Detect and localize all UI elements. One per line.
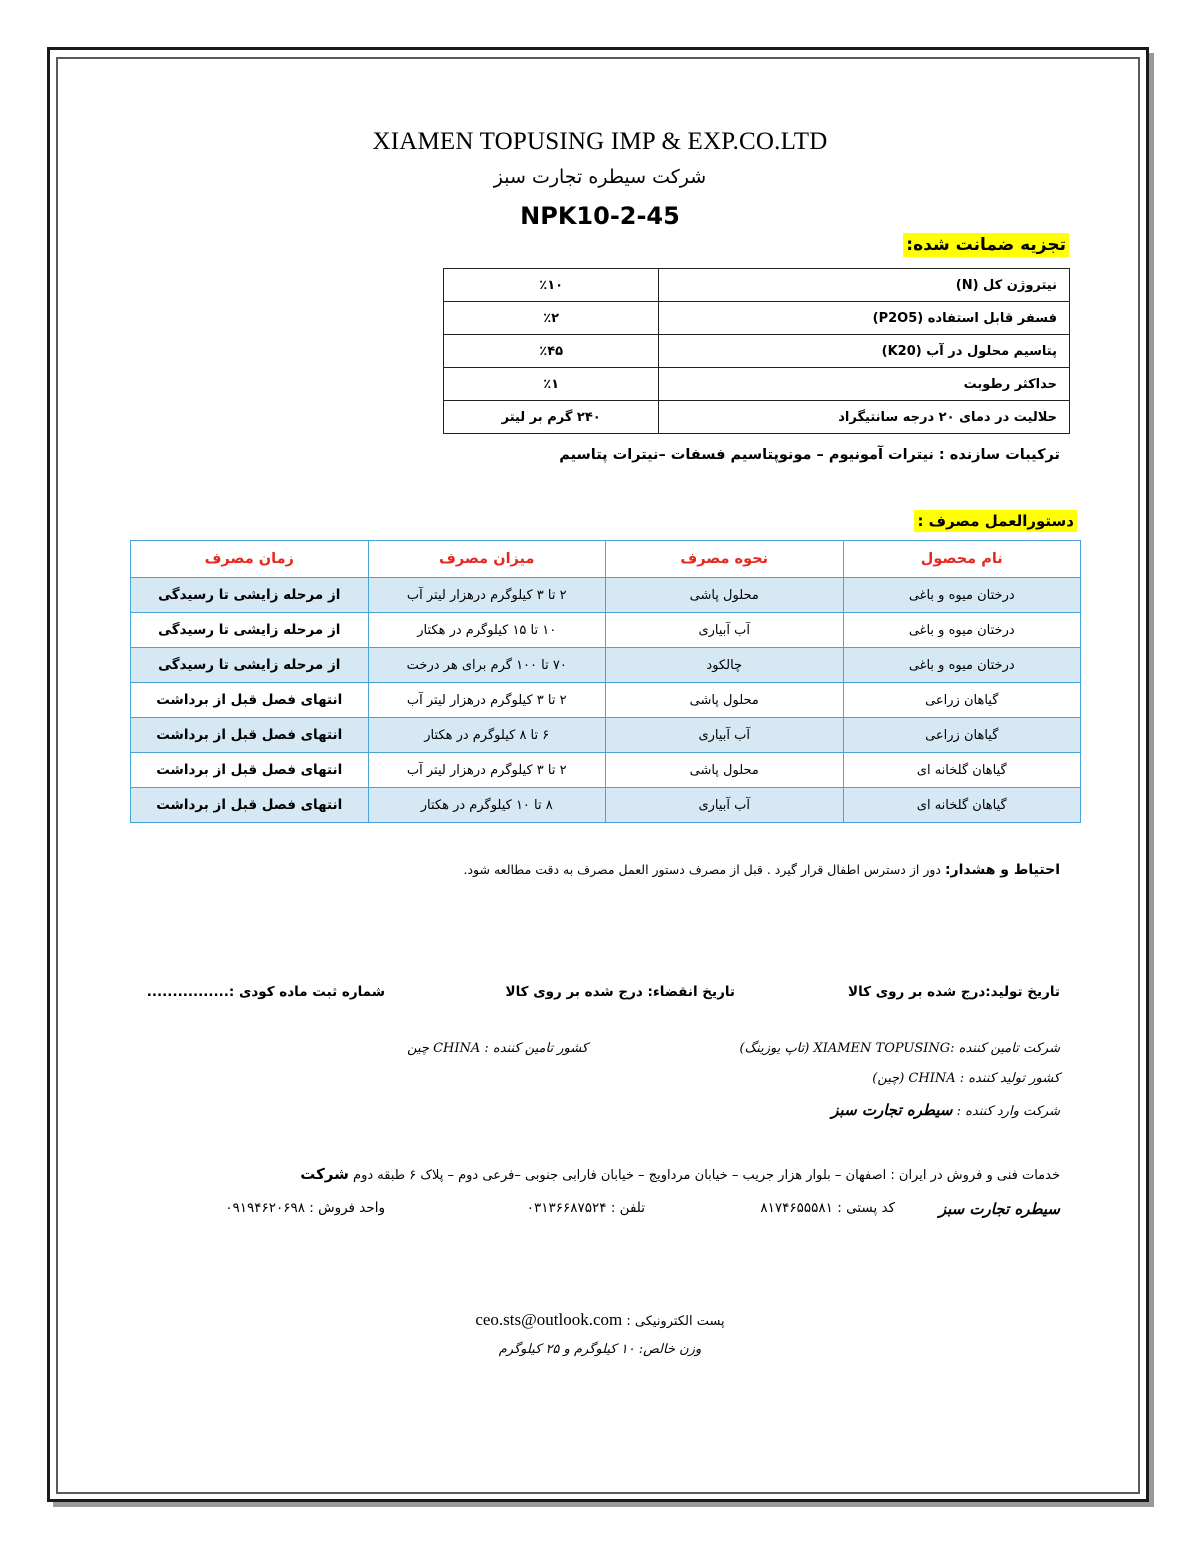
frame-shadow-right bbox=[1149, 53, 1154, 1505]
usage-amount: ۷۰ تا ۱۰۰ گرم برای هر درخت bbox=[367, 647, 606, 683]
table-row: حداکثر رطوبت ٪۱ bbox=[442, 367, 1070, 401]
table-row: گیاهان گلخانه ای محلول پاشی ۲ تا ۳ کیلوگ… bbox=[130, 752, 1081, 788]
postal-code: کد پستی : ۸۱۷۴۶۵۵۵۸۱ bbox=[760, 1200, 895, 1216]
expiry-date: تاریخ انقضاء: درج شده بر روی کالا bbox=[505, 984, 735, 1000]
importer: شرکت وارد کننده : سیطره تجارت سبز bbox=[831, 1101, 1060, 1119]
usage-method: آب آبیاری bbox=[605, 612, 844, 648]
phone-number: تلفن : ۰۳۱۳۶۶۸۷۵۲۴ bbox=[526, 1200, 645, 1216]
address-company: شرکت bbox=[300, 1165, 349, 1183]
usage-amount: ۲ تا ۳ کیلوگرم درهزار لیتر آب bbox=[367, 752, 606, 788]
supplier-country: کشور تامین کننده : CHINA چین bbox=[407, 1041, 588, 1056]
analysis-label: پتاسیم محلول در آب (K20) bbox=[658, 334, 1070, 368]
usage-method: محلول پاشی bbox=[605, 577, 844, 613]
analysis-label: فسفر قابل استفاده (P2O5) bbox=[658, 301, 1070, 335]
table-row: گیاهان زراعی محلول پاشی ۲ تا ۳ کیلوگرم د… bbox=[130, 682, 1081, 718]
registration-number: شماره ثبت ماده کودی :................ bbox=[146, 984, 385, 1000]
usage-amount: ۸ تا ۱۰ کیلوگرم در هکتار bbox=[367, 787, 606, 823]
column-header-method: نحوه مصرف bbox=[605, 540, 844, 578]
table-row: گیاهان زراعی آب آبیاری ۶ تا ۸ کیلوگرم در… bbox=[130, 717, 1081, 753]
producer-country: کشور تولید کننده : CHINA (چین) bbox=[872, 1071, 1060, 1086]
usage-amount: ۲ تا ۳ کیلوگرم درهزار لیتر آب bbox=[367, 577, 606, 613]
usage-method: محلول پاشی bbox=[605, 752, 844, 788]
sales-number: واحد فروش : ۰۹۱۹۴۶۲۰۶۹۸ bbox=[225, 1200, 385, 1216]
supplier-company: شرکت تامین کننده :XIAMEN TOPUSING (تاپ ی… bbox=[739, 1041, 1060, 1056]
analysis-value: ٪۱۰ bbox=[442, 268, 660, 302]
usage-method: چالکود bbox=[605, 647, 844, 683]
usage-time: انتهای فصل قبل از برداشت bbox=[130, 717, 369, 753]
components-text: ترکیبات سازنده : نیترات آمونیوم – مونوپت… bbox=[559, 447, 1060, 463]
usage-title-highlight: دستورالعمل مصرف : bbox=[914, 510, 1077, 532]
usage-product: گیاهان گلخانه ای bbox=[842, 752, 1081, 788]
page-border-outer bbox=[47, 47, 1149, 1502]
contact-company-name: سیطره تجارت سبز bbox=[938, 1200, 1060, 1218]
usage-method: آب آبیاری bbox=[605, 717, 844, 753]
importer-name: سیطره تجارت سبز bbox=[831, 1101, 953, 1119]
address-main: خدمات فنی و فروش در ایران : اصفهان – بلو… bbox=[348, 1168, 1060, 1183]
analysis-value: ٪۴۵ bbox=[442, 334, 660, 368]
importer-label: شرکت وارد کننده : bbox=[952, 1104, 1060, 1119]
usage-product: گیاهان زراعی bbox=[842, 682, 1081, 718]
analysis-value: ۲۴۰ گرم بر لیتر bbox=[442, 400, 660, 434]
usage-product: درختان میوه و باغی bbox=[842, 612, 1081, 648]
usage-time: انتهای فصل قبل از برداشت bbox=[130, 787, 369, 823]
table-header-row: نام محصول نحوه مصرف میزان مصرف زمان مصرف bbox=[130, 540, 1081, 578]
company-name-en: XIAMEN TOPUSING IMP & EXP.CO.LTD bbox=[372, 128, 828, 155]
usage-time: از مرحله زایشی تا رسیدگی bbox=[130, 647, 369, 683]
usage-time: انتهای فصل قبل از برداشت bbox=[130, 682, 369, 718]
analysis-section-title: تجزیه ضمانت شده: bbox=[903, 233, 1069, 257]
usage-method: محلول پاشی bbox=[605, 682, 844, 718]
usage-product: درختان میوه و باغی bbox=[842, 577, 1081, 613]
email-address[interactable]: ceo.sts@outlook.com bbox=[475, 1310, 623, 1329]
usage-time: از مرحله زایشی تا رسیدگی bbox=[130, 577, 369, 613]
production-date: تاریخ تولید:درج شده بر روی کالا bbox=[848, 984, 1060, 1000]
email-label: پست الکترونیکی : bbox=[622, 1314, 725, 1329]
page-border-inner bbox=[56, 57, 1140, 1494]
company-name-fa: شرکت سیطره تجارت سبز bbox=[493, 166, 707, 188]
warning-note: احتیاط و هشدار: دور از دسترس اطفال قرار … bbox=[464, 862, 1060, 878]
email-line: پست الکترونیکی : ceo.sts@outlook.com bbox=[0, 1310, 1200, 1330]
warning-label: احتیاط و هشدار: bbox=[944, 862, 1060, 878]
table-row: درختان میوه و باغی چالکود ۷۰ تا ۱۰۰ گرم … bbox=[130, 647, 1081, 683]
usage-product: درختان میوه و باغی bbox=[842, 647, 1081, 683]
table-row: پتاسیم محلول در آب (K20) ٪۴۵ bbox=[442, 334, 1070, 368]
table-row: درختان میوه و باغی آب آبیاری ۱۰ تا ۱۵ کی… bbox=[130, 612, 1081, 648]
usage-product: گیاهان گلخانه ای bbox=[842, 787, 1081, 823]
warning-text: دور از دسترس اطفال قرار گیرد . قبل از مص… bbox=[463, 862, 945, 877]
column-header-product: نام محصول bbox=[842, 540, 1081, 578]
usage-section-title: دستورالعمل مصرف : bbox=[914, 510, 1077, 532]
net-weight: وزن خالص: ۱۰ کیلوگرم و ۲۵ کیلوگرم bbox=[498, 1342, 702, 1357]
address: خدمات فنی و فروش در ایران : اصفهان – بلو… bbox=[300, 1165, 1060, 1183]
frame-shadow-bottom bbox=[53, 1502, 1154, 1507]
analysis-label: حداکثر رطوبت bbox=[658, 367, 1070, 401]
usage-amount: ۱۰ تا ۱۵ کیلوگرم در هکتار bbox=[367, 612, 606, 648]
usage-table: نام محصول نحوه مصرف میزان مصرف زمان مصرف… bbox=[130, 540, 1081, 823]
analysis-label: نیتروژن کل (N) bbox=[658, 268, 1070, 302]
product-name: NPK10-2-45 bbox=[520, 202, 680, 230]
column-header-amount: میزان مصرف bbox=[367, 540, 606, 578]
table-row: گیاهان گلخانه ای آب آبیاری ۸ تا ۱۰ کیلوگ… bbox=[130, 787, 1081, 823]
usage-time: از مرحله زایشی تا رسیدگی bbox=[130, 612, 369, 648]
analysis-table: نیتروژن کل (N) ٪۱۰ فسفر قابل استفاده (P2… bbox=[442, 268, 1070, 434]
analysis-title-highlight: تجزیه ضمانت شده: bbox=[903, 233, 1069, 257]
table-row: درختان میوه و باغی محلول پاشی ۲ تا ۳ کیل… bbox=[130, 577, 1081, 613]
usage-amount: ۲ تا ۳ کیلوگرم درهزار لیتر آب bbox=[367, 682, 606, 718]
analysis-label: حلالیت در دمای ۲۰ درجه سانتیگراد bbox=[658, 400, 1070, 434]
usage-product: گیاهان زراعی bbox=[842, 717, 1081, 753]
column-header-time: زمان مصرف bbox=[130, 540, 369, 578]
table-row: حلالیت در دمای ۲۰ درجه سانتیگراد ۲۴۰ گرم… bbox=[442, 400, 1070, 434]
usage-amount: ۶ تا ۸ کیلوگرم در هکتار bbox=[367, 717, 606, 753]
usage-method: آب آبیاری bbox=[605, 787, 844, 823]
usage-time: انتهای فصل قبل از برداشت bbox=[130, 752, 369, 788]
table-row: فسفر قابل استفاده (P2O5) ٪۲ bbox=[442, 301, 1070, 335]
table-row: نیتروژن کل (N) ٪۱۰ bbox=[442, 268, 1070, 302]
analysis-value: ٪۲ bbox=[442, 301, 660, 335]
analysis-value: ٪۱ bbox=[442, 367, 660, 401]
